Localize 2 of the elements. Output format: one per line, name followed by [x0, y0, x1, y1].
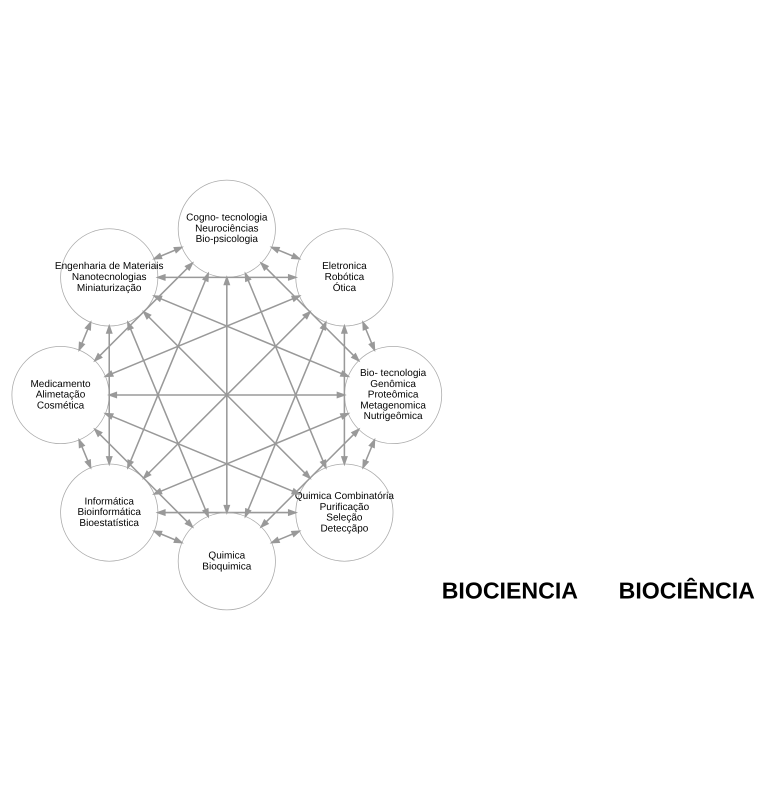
label: BIOCIENCIA — [442, 577, 578, 604]
label: BIOCIÊNCIA — [618, 577, 755, 604]
